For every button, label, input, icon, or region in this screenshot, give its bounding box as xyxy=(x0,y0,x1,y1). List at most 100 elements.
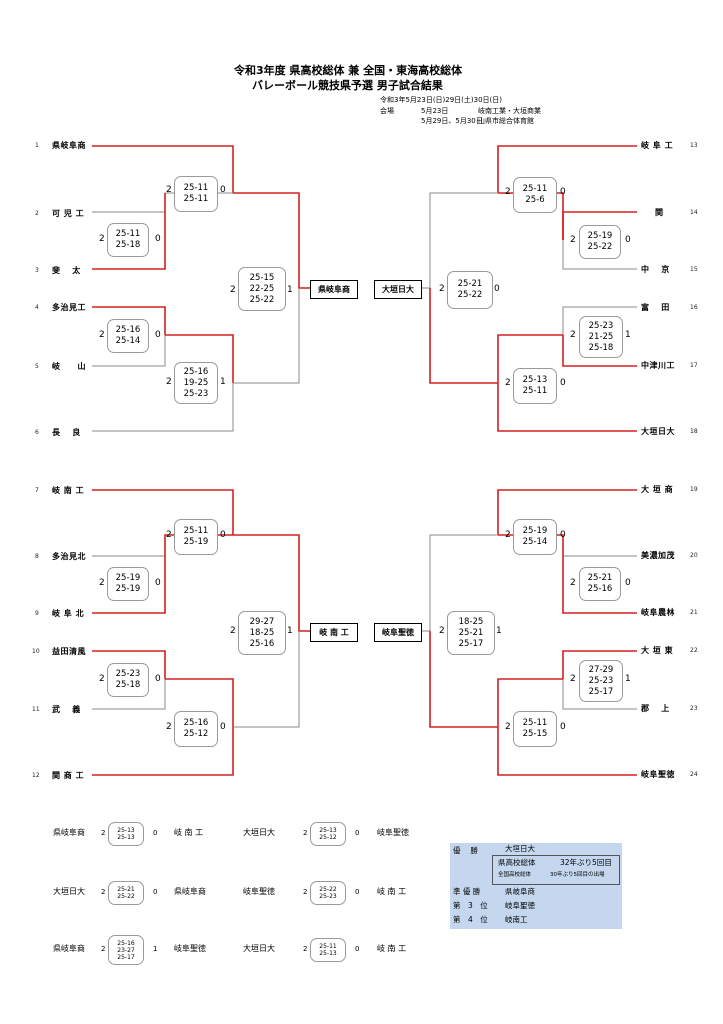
final-standings-panel: 優 勝 大垣日大 県高校総体 32年ぶり5回目 全国高校総体 30年ぶり5回目の… xyxy=(450,843,622,929)
set-score: 25-13 xyxy=(319,827,337,834)
match-wins: 2 xyxy=(230,626,236,636)
set-score: 25-16 xyxy=(183,366,209,377)
set-score: 25-18 xyxy=(588,342,614,353)
match-losses: 0 xyxy=(155,234,161,244)
set-score: 25-19 xyxy=(183,537,209,547)
winner-line xyxy=(92,306,166,335)
note-prefectural-count: 32年ぶり5回目 xyxy=(560,858,612,867)
match-losses: 0 xyxy=(220,722,226,732)
venue-name-1: 岐南工業・大垣商業 xyxy=(478,107,541,115)
team-number: 5 xyxy=(35,363,39,370)
winner-line xyxy=(92,145,234,193)
set-score: 25-16 xyxy=(587,584,613,594)
set-score: 25-21 xyxy=(457,279,483,289)
match-losses: 0 xyxy=(155,578,161,588)
winner-line xyxy=(92,583,166,614)
note-prefectural: 県高校総体 xyxy=(498,858,536,867)
set-score: 25-11 xyxy=(522,184,548,194)
team-name: 可 児 工 xyxy=(52,209,85,218)
team-name: 大 垣 商 xyxy=(641,485,674,494)
team-number: 18 xyxy=(690,428,698,435)
set-score: 25-13 xyxy=(117,834,135,841)
match-wins: 2 xyxy=(439,626,445,636)
winner-line xyxy=(497,727,637,776)
team-number: 22 xyxy=(690,647,698,654)
bracket-line xyxy=(562,240,637,270)
match-wins: 2 xyxy=(166,185,172,195)
match-losses: 0 xyxy=(560,530,566,540)
match-losses: 0 xyxy=(220,185,226,195)
bracket-line xyxy=(92,335,166,367)
team-number: 8 xyxy=(35,553,39,560)
final-losses: 0 xyxy=(355,888,360,896)
champion-name: 大垣日大 xyxy=(505,844,535,853)
venue-date-1: 5月23日 xyxy=(421,107,449,115)
set-score: 27-29 xyxy=(588,664,614,675)
set-score: 25-19 xyxy=(587,231,613,241)
team-name: 岐 阜 工 xyxy=(641,141,674,150)
set-score: 25-16 xyxy=(115,325,141,335)
bracket-line xyxy=(233,288,300,384)
final-losses: 1 xyxy=(153,945,158,953)
match-losses: 0 xyxy=(220,530,226,540)
final-team-a: 大垣日大 xyxy=(243,828,275,837)
winner-line xyxy=(497,489,637,535)
match-wins: 2 xyxy=(505,187,511,197)
team-name: 多治見北 xyxy=(52,552,86,561)
venue-label: 会場 xyxy=(380,107,394,115)
team-name: 中 京 xyxy=(641,265,670,274)
set-score: 29-27 xyxy=(249,616,275,627)
set-score: 25-11 xyxy=(115,229,141,239)
team-name: 県岐阜商 xyxy=(52,141,86,150)
final-team-a: 県岐阜商 xyxy=(53,828,85,837)
winner-line xyxy=(92,240,166,270)
set-score: 25-11 xyxy=(183,526,209,536)
set-score: 25-16 xyxy=(117,939,135,947)
match-losses: 0 xyxy=(625,578,631,588)
team-name: 中津川工 xyxy=(641,361,675,370)
set-score: 25-6 xyxy=(525,195,545,205)
bracket-line xyxy=(420,534,498,632)
winner-line xyxy=(562,583,637,614)
team-name: 多治見工 xyxy=(52,303,86,312)
set-score: 25-12 xyxy=(319,834,337,841)
team-number: 15 xyxy=(690,266,698,273)
final-team-b: 岐 南 工 xyxy=(377,944,407,953)
set-score: 25-14 xyxy=(115,336,141,346)
match-wins: 2 xyxy=(230,285,236,295)
team-name: 岐 山 xyxy=(52,362,86,371)
set-score: 23-27 xyxy=(117,946,135,954)
bracket-line xyxy=(233,631,300,728)
team-name: 岐阜聖徳 xyxy=(641,770,675,779)
set-score: 22-25 xyxy=(249,283,275,294)
venue-date-2: 5月29日、5月30日 xyxy=(421,117,483,125)
event-dates: 令和3年5月23日(日)29日(土)30日(日) xyxy=(380,96,503,104)
final-wins: 2 xyxy=(303,945,308,953)
set-score: 25-19 xyxy=(115,584,141,594)
title-line-1: 令和3年度 県高校総体 兼 全国・東海高校総体 xyxy=(234,64,463,77)
winner-line xyxy=(92,489,234,535)
set-score: 25-17 xyxy=(117,953,135,961)
set-score: 25-11 xyxy=(319,943,337,950)
team-name: 岐 阜 北 xyxy=(52,609,85,618)
match-wins: 2 xyxy=(99,330,105,340)
final-wins: 2 xyxy=(101,945,106,953)
set-score: 25-19 xyxy=(115,573,141,583)
team-name: 岐 南 工 xyxy=(52,486,85,495)
match-losses: 1 xyxy=(287,626,293,636)
match-losses: 1 xyxy=(287,285,293,295)
set-score: 25-23 xyxy=(319,893,337,900)
champion-note-box xyxy=(492,855,620,885)
team-number: 14 xyxy=(690,209,698,216)
set-score: 25-11 xyxy=(522,718,548,728)
